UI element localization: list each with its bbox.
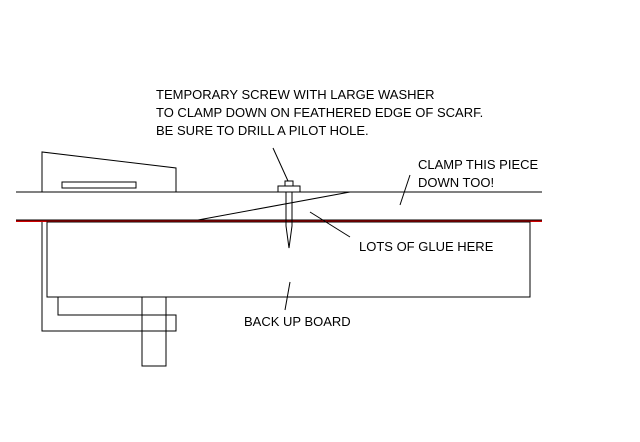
clamp-screw-post (141, 296, 167, 367)
scarf-taper-line (197, 191, 351, 221)
backup-board-label: BACK UP BOARD (244, 314, 351, 329)
washer (277, 185, 301, 193)
backup-board (46, 221, 531, 298)
fence-slot (61, 181, 137, 189)
fence-outline (41, 151, 177, 192)
screw-head (284, 180, 294, 187)
glue-leader (309, 211, 351, 238)
clamp-note-line-1: CLAMP THIS PIECE (418, 157, 539, 172)
screw-leader (272, 147, 289, 182)
screw-shank (285, 192, 293, 249)
glue-note: LOTS OF GLUE HERE (359, 239, 494, 254)
clamp-note-line-2: DOWN TOO! (418, 175, 495, 190)
backup-leader (284, 281, 291, 311)
screw-note-line-3: BE SURE TO DRILL A PILOT HOLE. (156, 123, 369, 138)
clamp-leader (399, 174, 411, 206)
screw-note-line-1: TEMPORARY SCREW WITH LARGE WASHER (156, 87, 435, 102)
clamp-frame (41, 222, 177, 332)
screw-note-line-2: TO CLAMP DOWN ON FEATHERED EDGE OF SCARF… (156, 105, 484, 120)
